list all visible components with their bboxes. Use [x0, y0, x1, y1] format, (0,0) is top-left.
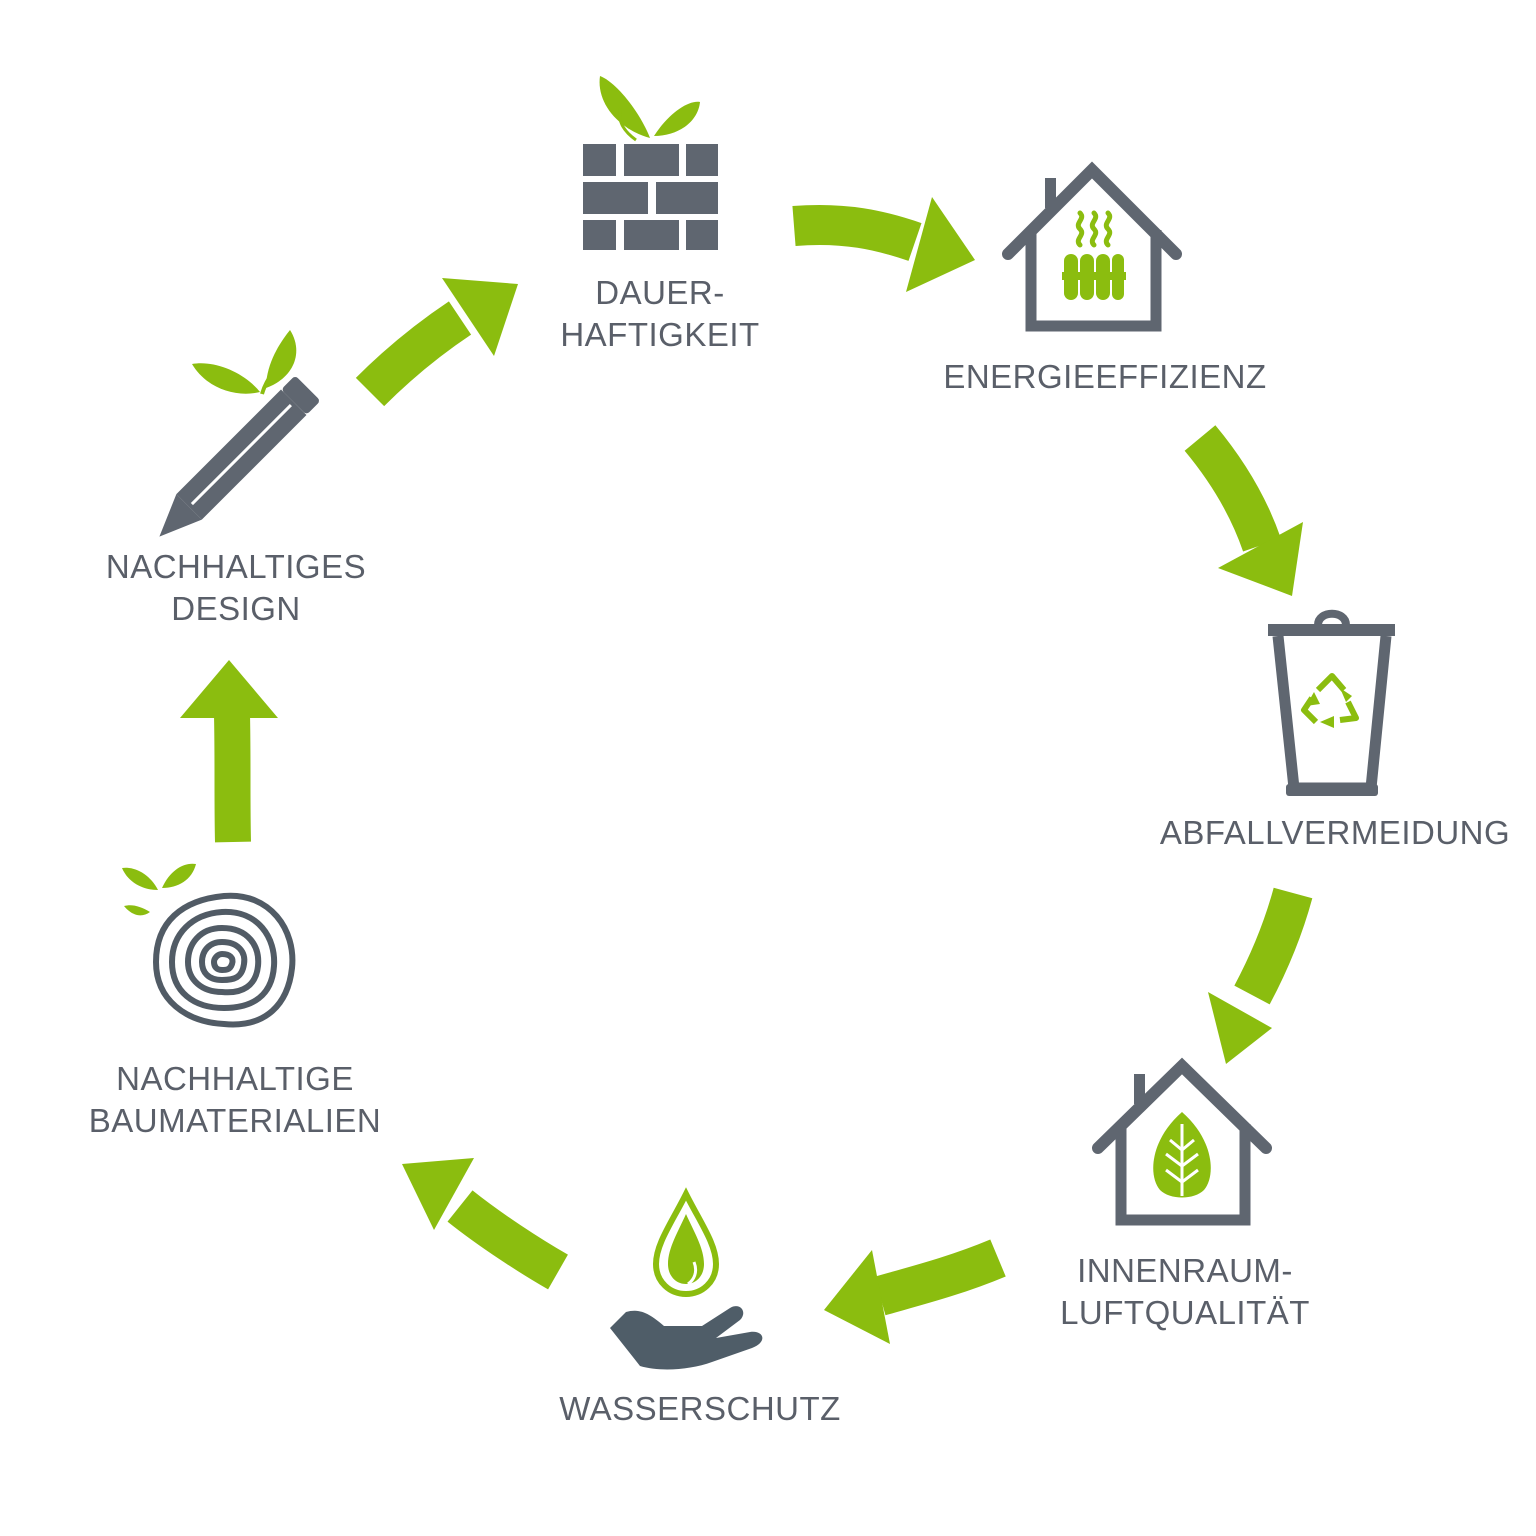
arrow-design-to-durability: [355, 278, 518, 407]
arrow-waste-to-air: [1208, 887, 1313, 1064]
label-materials: NACHHALTIGE BAUMATERIALIEN: [88, 1060, 382, 1139]
label-energy: ENERGIEEFFIZIENZ: [943, 358, 1267, 395]
house-radiator-icon: [1002, 161, 1182, 332]
recycle-bin-icon: [1268, 609, 1395, 796]
pencil-sprout-icon: [159, 330, 319, 537]
hand-water-drop-icon: [610, 1187, 763, 1370]
arrow-water-to-materials: [402, 1158, 568, 1290]
label-waste: ABFALLVERMEIDUNG: [1159, 814, 1511, 851]
label-durability: DAUER- HAFTIGKEIT: [560, 274, 760, 353]
arrow-energy-to-waste: [1184, 425, 1303, 596]
house-leaf-icon: [1092, 1057, 1272, 1226]
arrow-materials-to-design: [180, 660, 278, 843]
label-design: NACHHALTIGES DESIGN: [105, 548, 367, 627]
brick-wall-sprout-icon: [583, 76, 718, 250]
label-water: WASSERSCHUTZ: [559, 1390, 841, 1427]
tree-rings-sprout-icon: [122, 863, 296, 1028]
arrow-durability-to-energy: [792, 197, 975, 292]
arrow-air-to-water: [824, 1239, 1006, 1344]
label-air: INNENRAUM- LUFTQUALITÄT: [1060, 1252, 1310, 1331]
